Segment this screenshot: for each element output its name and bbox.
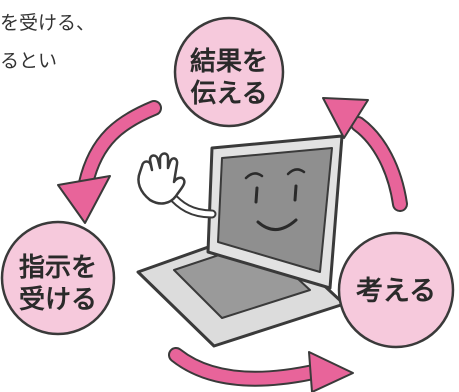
right-eye bbox=[293, 184, 298, 202]
waving-hand-icon bbox=[137, 152, 186, 205]
arrow-convey-to-receive bbox=[57, 100, 162, 224]
node-convey-line2: 伝える bbox=[190, 79, 267, 109]
right-eyebrow bbox=[286, 168, 306, 176]
node-think: 考える bbox=[337, 231, 455, 349]
laptop-character bbox=[136, 134, 346, 348]
node-receive-instruction: 指示を 受ける bbox=[0, 220, 116, 336]
node-receive-line1: 指示を bbox=[19, 253, 97, 283]
node-convey-line1: 結果を bbox=[190, 46, 268, 77]
left-eye bbox=[254, 186, 259, 204]
caption-line-2: るとい bbox=[0, 50, 58, 72]
arrow-think-to-convey bbox=[322, 97, 408, 212]
node-think-label: 考える bbox=[356, 276, 436, 307]
arrow-receive-to-think bbox=[168, 347, 354, 392]
node-receive-line2: 受ける bbox=[19, 284, 97, 315]
smile bbox=[256, 218, 298, 231]
node-convey-result: 結果を 伝える bbox=[173, 16, 285, 128]
caption-line-1: を受ける、 bbox=[0, 12, 96, 34]
caption-text: を受ける、 るとい bbox=[0, 4, 130, 80]
left-eyebrow bbox=[244, 172, 264, 180]
